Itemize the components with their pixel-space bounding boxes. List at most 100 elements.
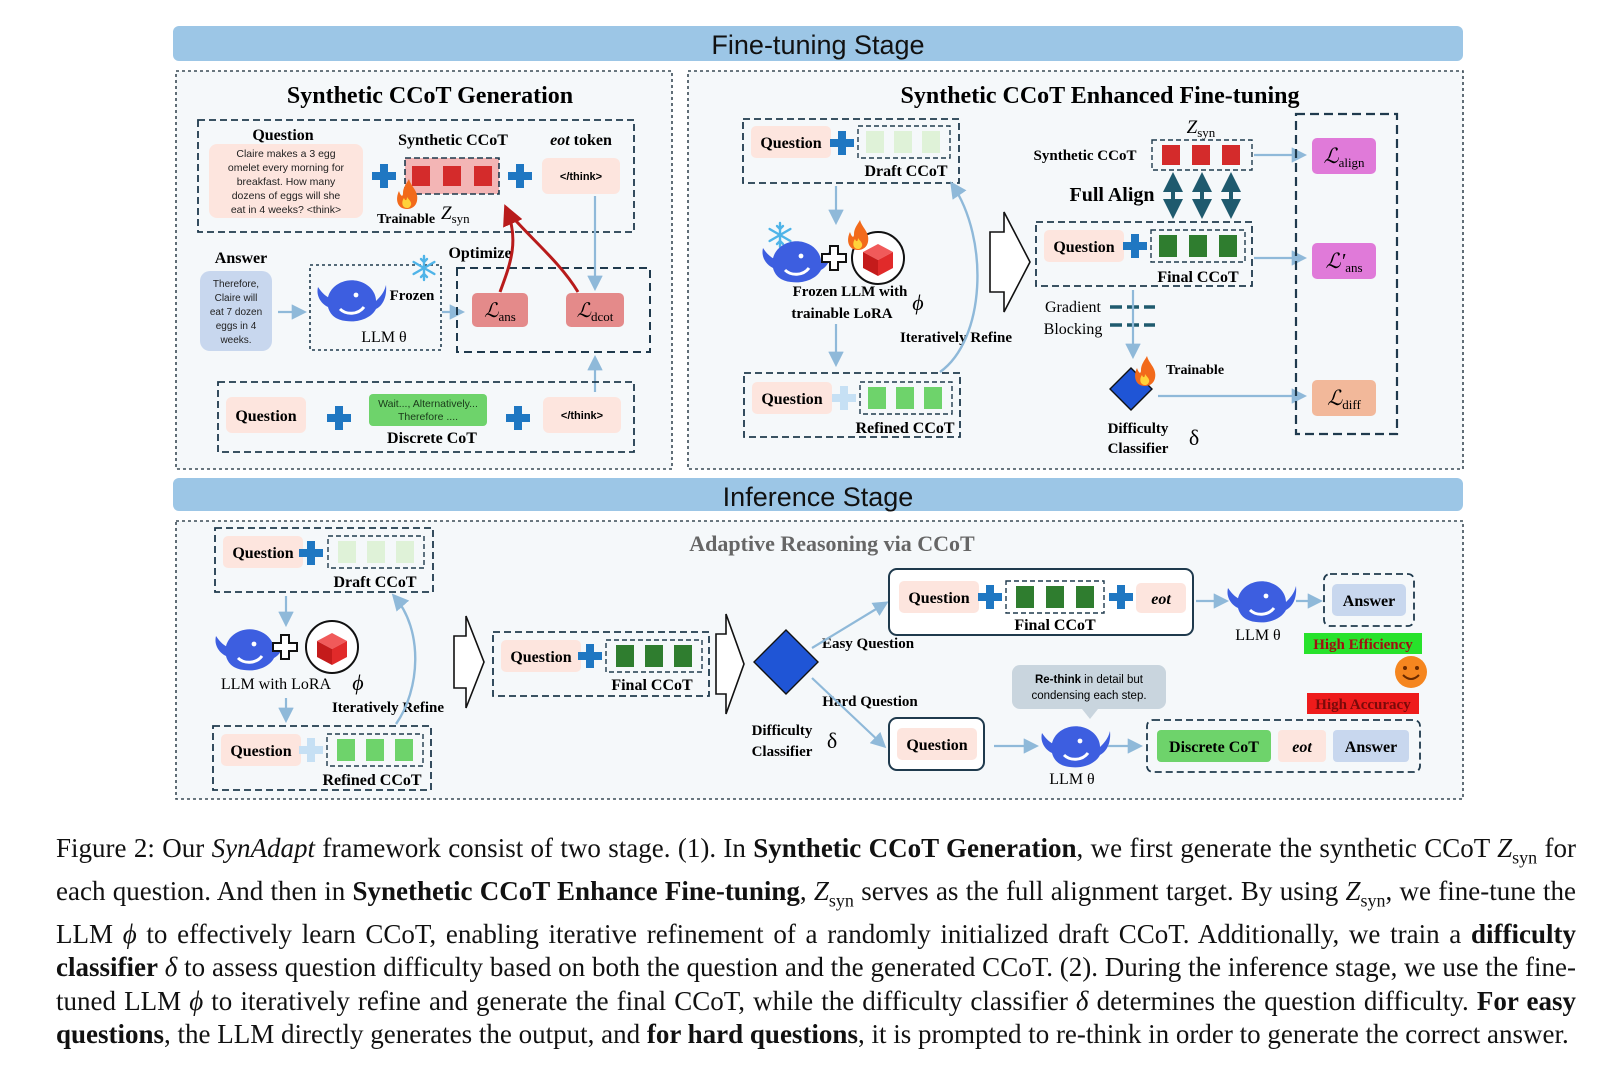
- question-label: Question: [761, 391, 822, 408]
- difficulty-classifier-label: Difficulty: [752, 723, 813, 739]
- z-syn-label: Zsyn: [441, 203, 470, 226]
- refined-ccot-group: [743, 372, 961, 438]
- high-accuracy-text: High Accuracy: [1315, 697, 1411, 713]
- synthetic-ccot-box: [1151, 139, 1253, 171]
- llm-theta-label: LLM θ: [361, 329, 406, 346]
- eot-token-label: eot token: [550, 132, 612, 149]
- svg-text:Therefore ....: Therefore ....: [398, 411, 458, 423]
- question-label: Question: [906, 737, 967, 754]
- final-ccot-label: Final CCoT: [611, 677, 693, 694]
- eot-label: eot: [1292, 739, 1312, 756]
- question-label: Question: [252, 127, 313, 144]
- frozen-llm-label: Frozen LLM with: [793, 284, 908, 300]
- framework-diagram: Fine-tuning Stage Inference Stage Synthe…: [173, 26, 1464, 800]
- full-align-label: Full Align: [1069, 184, 1154, 206]
- z-syn-label: Zsyn: [1187, 117, 1216, 140]
- question-box: [209, 144, 363, 218]
- phi-symbol: ϕ: [352, 670, 363, 695]
- answer-label: Answer: [215, 250, 267, 267]
- flow-arrow-icon: [989, 211, 1031, 313]
- refine-arrow: [939, 181, 979, 373]
- question-box: [226, 397, 306, 433]
- refined-ccot-group: [212, 725, 432, 791]
- refined-ccot-label: Refined CCoT: [855, 420, 954, 437]
- generation-panel-title: Synthetic CCoT Generation: [287, 83, 573, 109]
- flow-arrow-icon: [715, 613, 745, 715]
- hard-output-group: [1146, 719, 1421, 773]
- answer-text: Therefore, Claire will eat 7 dozen eggs …: [210, 279, 262, 346]
- easy-question-label: Easy Question: [822, 636, 915, 652]
- draft-ccot-group: [214, 527, 434, 593]
- question-text: Claire makes a 3 egg omelet every mornin…: [228, 148, 345, 216]
- loss-dcot-box: [566, 293, 624, 327]
- svg-text:Claire will: Claire will: [215, 293, 258, 304]
- svg-text:eggs in 4: eggs in 4: [216, 321, 257, 332]
- iteratively-refine-label: Iteratively Refine: [332, 700, 444, 716]
- loss-ans-box: [472, 293, 528, 327]
- loss-group: [456, 267, 651, 353]
- svg-text:eat 7 dozen: eat 7 dozen: [210, 307, 262, 318]
- loss-dcot-text: ℒdcot: [577, 300, 614, 324]
- hard-question-label: Hard Question: [822, 694, 918, 710]
- trainable-label: Trainable: [377, 212, 435, 227]
- finetune-panel: Synthetic CCoT Enhanced Fine-tuning Ques…: [687, 70, 1464, 470]
- high-accuracy-badge: [1307, 693, 1419, 714]
- question-label: Question: [232, 545, 293, 562]
- discrete-cot-text: Wait..., Alternatively... Therefore ....: [378, 398, 478, 423]
- draft-ccot-group: [742, 118, 960, 184]
- frozen-label: Frozen: [390, 288, 435, 304]
- question-label: Question: [760, 135, 821, 152]
- difficulty-classifier-label: Classifier: [752, 744, 813, 760]
- optimize-arrow: [498, 204, 523, 293]
- loss-ans-text: ℒans: [484, 300, 516, 324]
- draft-ccot-label: Draft CCoT: [864, 163, 947, 180]
- finetune-stage-title: Fine-tuning Stage: [711, 30, 924, 60]
- think-close-text: </think>: [561, 410, 603, 422]
- think-close-box: [542, 158, 620, 194]
- discrete-cot-label: Discrete CoT: [387, 430, 477, 447]
- final-ccot-group: [492, 631, 710, 697]
- phi-symbol: ϕ: [912, 290, 923, 315]
- think-close-text: </think>: [560, 171, 602, 183]
- finetune-stage-banner: Fine-tuning Stage: [173, 26, 1463, 61]
- svg-text:omelet every morning for: omelet every morning for: [228, 162, 345, 174]
- think-close-box: [543, 397, 621, 433]
- optimize-arrow: [506, 211, 580, 293]
- discrete-cot-box: [369, 394, 487, 426]
- question-label: Question: [908, 590, 969, 607]
- svg-text:eat in 4 weeks? <think>: eat in 4 weeks? <think>: [231, 204, 341, 216]
- iteratively-refine-label: Iteratively Refine: [900, 330, 1012, 346]
- discrete-group: [217, 381, 635, 453]
- loss-align-box: [1312, 138, 1376, 174]
- rethink-prompt-bubble: Re-think in detail but condensing each s…: [1012, 665, 1166, 719]
- question-label: Question: [1053, 239, 1114, 256]
- generation-panel: Synthetic CCoT Generation Question Clair…: [175, 70, 673, 470]
- optimize-label: Optimize: [448, 245, 511, 262]
- svg-text:weeks.: weeks.: [219, 335, 251, 346]
- trainable-label: Trainable: [1166, 363, 1224, 378]
- svg-text:dozens of eggs will she: dozens of eggs will she: [232, 190, 341, 202]
- question-label: Question: [235, 408, 296, 425]
- loss-diff-box: [1312, 380, 1376, 416]
- final-ccot-label: Final CCoT: [1014, 617, 1096, 634]
- high-efficiency-text: High Efficiency: [1313, 637, 1413, 653]
- loss-align-text: ℒalign: [1323, 144, 1365, 170]
- flow-arrow-icon: [453, 615, 485, 709]
- final-ccot-group: [1035, 221, 1253, 287]
- lora-cube-icon: [305, 620, 359, 674]
- align-arrows: [1163, 172, 1241, 219]
- loss-group: [1294, 112, 1399, 436]
- loss-ans-prime-text: ℒ′ans: [1325, 249, 1362, 275]
- difficulty-classifier-icon: [753, 629, 819, 695]
- gradient-blocking-label: Blocking: [1044, 321, 1103, 338]
- figure-caption: Figure 2: Our SynAdapt framework consist…: [56, 833, 1577, 1050]
- inference-stage-banner: Inference Stage: [173, 478, 1463, 512]
- finetune-panel-title: Synthetic CCoT Enhanced Fine-tuning: [901, 83, 1300, 109]
- llm-lora-label: LLM with LoRA: [221, 676, 332, 693]
- synthetic-ccot-label: Synthetic CCoT: [398, 132, 508, 149]
- high-efficiency-badge: [1304, 633, 1422, 654]
- svg-text:Wait..., Alternatively...: Wait..., Alternatively...: [378, 398, 478, 410]
- delta-symbol: δ: [827, 728, 837, 753]
- svg-text:Claire makes a 3 egg: Claire makes a 3 egg: [236, 148, 335, 160]
- eot-label: eot: [1151, 591, 1171, 608]
